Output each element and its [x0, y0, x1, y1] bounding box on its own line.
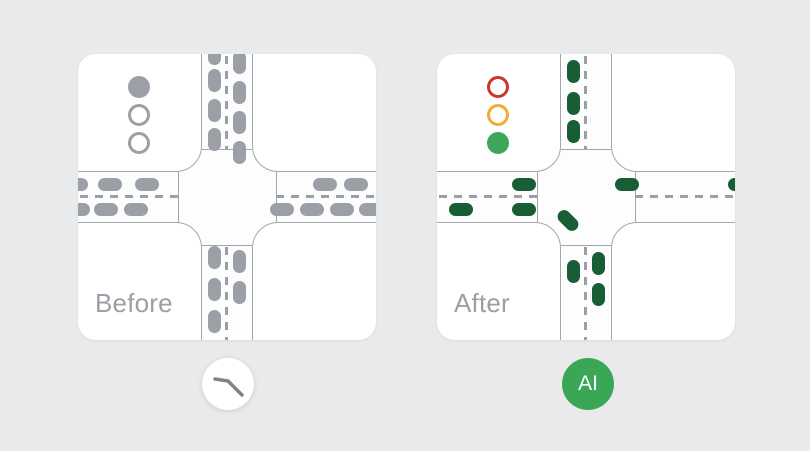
car: [567, 92, 580, 115]
city-block-bottom-left: [437, 222, 561, 340]
stop-line-south: [202, 245, 252, 246]
green-light-icon: [487, 132, 509, 154]
car: [512, 203, 536, 216]
trend-badge: [202, 358, 254, 410]
car: [208, 54, 221, 65]
stop-line-west: [178, 172, 179, 222]
ai-badge: AI: [562, 358, 614, 410]
traffic-light-bottom-icon: [128, 132, 150, 154]
trend-down-icon: [213, 377, 244, 397]
car: [728, 178, 735, 191]
car: [208, 128, 221, 151]
after-label: After: [454, 288, 510, 318]
car: [554, 207, 582, 234]
amber-light-icon: [487, 104, 509, 126]
car: [208, 310, 221, 333]
after-diagram: After: [437, 54, 735, 340]
car: [567, 260, 580, 283]
car: [592, 283, 605, 306]
city-block-bottom-left: [78, 222, 202, 340]
lane-divider-east: [276, 195, 374, 198]
lane-divider-south: [584, 247, 587, 340]
car: [78, 178, 88, 191]
car: [124, 203, 148, 216]
car: [449, 203, 473, 216]
lane-divider-north: [225, 56, 228, 149]
lane-divider-west: [80, 195, 178, 198]
car: [233, 111, 246, 134]
car: [208, 246, 221, 269]
car: [300, 203, 324, 216]
car: [94, 203, 118, 216]
car: [233, 281, 246, 304]
car: [567, 120, 580, 143]
red-light-icon: [487, 76, 509, 98]
car: [208, 99, 221, 122]
traffic-light-middle-icon: [128, 104, 150, 126]
car: [512, 178, 536, 191]
stop-line-south: [561, 245, 611, 246]
before-label: Before: [95, 288, 173, 318]
car: [208, 278, 221, 301]
car: [592, 252, 605, 275]
car: [78, 203, 90, 216]
car: [567, 60, 580, 83]
car: [233, 250, 246, 273]
lane-divider-north: [584, 56, 587, 149]
traffic-light-top-icon: [128, 76, 150, 98]
car: [344, 178, 368, 191]
car: [313, 178, 337, 191]
car: [135, 178, 159, 191]
car: [208, 69, 221, 92]
lane-divider-east: [635, 195, 733, 198]
lane-divider-south: [225, 247, 228, 340]
car: [233, 81, 246, 104]
car: [615, 178, 639, 191]
city-block-bottom-right: [611, 222, 735, 340]
city-block-bottom-right: [252, 222, 376, 340]
stop-line-north: [202, 149, 252, 150]
ai-badge-label: AI: [578, 372, 598, 395]
stop-line-north: [561, 149, 611, 150]
city-block-top-right: [611, 54, 735, 172]
lane-divider-west: [439, 195, 537, 198]
car: [359, 203, 376, 216]
car: [233, 54, 246, 74]
city-block-top-right: [252, 54, 376, 172]
car: [270, 203, 294, 216]
before-diagram: Before: [78, 54, 376, 340]
stop-line-west: [537, 172, 538, 222]
car: [330, 203, 354, 216]
car: [98, 178, 122, 191]
car: [233, 141, 246, 164]
